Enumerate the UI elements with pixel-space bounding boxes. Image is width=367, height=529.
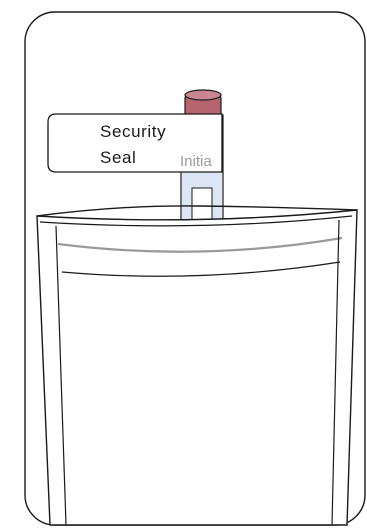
seal-label-line1: Security [100,122,166,141]
seal-label-line2: Seal [100,148,136,167]
bag-body [37,210,357,525]
tube-cap-top [185,90,221,100]
specimen-bag [37,206,357,525]
security-seal-label: Security Seal Initia [48,114,222,172]
seal-initial-text: Initia [180,153,212,170]
